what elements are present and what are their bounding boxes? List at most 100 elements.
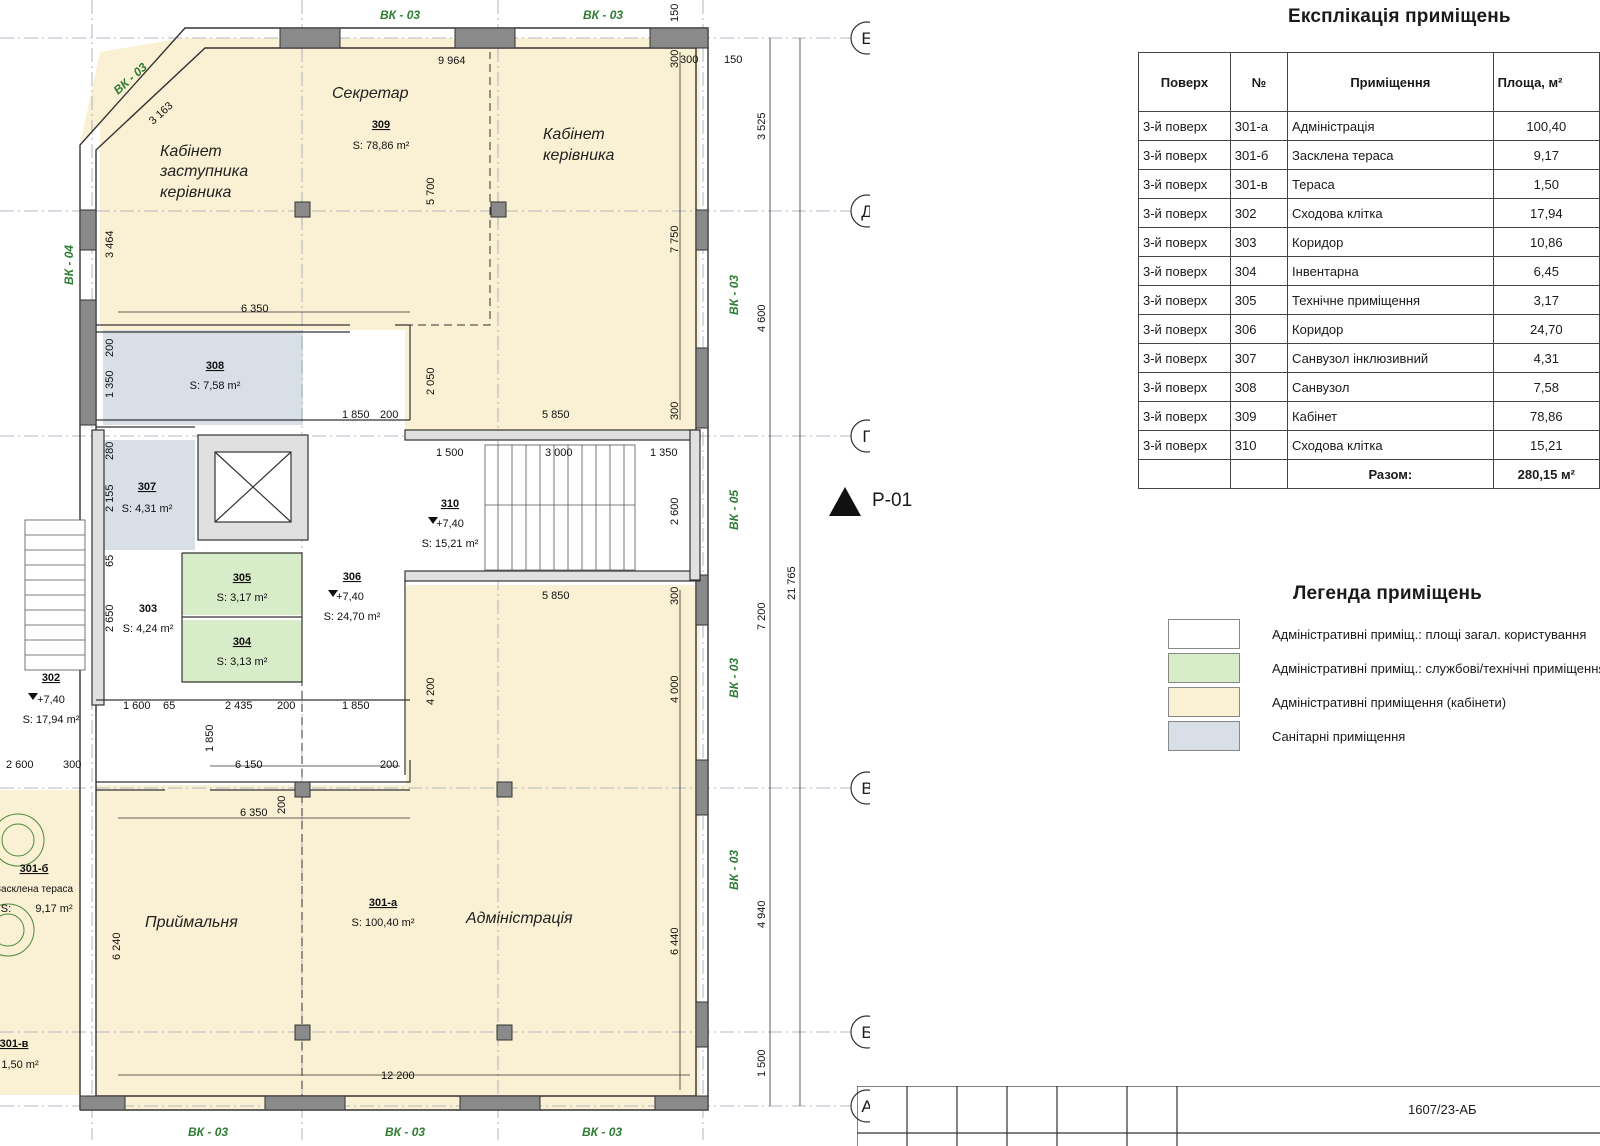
cell-area: 4,31 bbox=[1492, 343, 1600, 373]
cell-floor: 3-й поверх bbox=[1138, 227, 1231, 257]
room-305-fill bbox=[182, 553, 302, 615]
room-308-fill bbox=[103, 330, 303, 425]
dimension-value: 2 050 bbox=[425, 367, 437, 395]
axis-label-E: Е bbox=[861, 29, 870, 48]
axis-label-V: В bbox=[861, 779, 870, 798]
legend-item: Адміністративні приміщення (кабінети) bbox=[1168, 686, 1600, 718]
dimension-value: 5 850 bbox=[542, 409, 570, 421]
col-header-room: Приміщення bbox=[1287, 52, 1494, 112]
legend-item: Адміністративні приміщ.: площі загал. ко… bbox=[1168, 618, 1600, 650]
room-area: S: 4,24 m² bbox=[123, 623, 174, 635]
room-number: 304 bbox=[233, 636, 252, 648]
room-area: 9,17 m² bbox=[35, 903, 73, 915]
dimension-value: 2 600 bbox=[669, 497, 681, 525]
axis-label-A: А bbox=[861, 1097, 870, 1116]
legend-swatch bbox=[1168, 619, 1240, 649]
total-label: Разом: bbox=[1287, 459, 1494, 489]
dimension-value: 200 bbox=[380, 759, 398, 771]
cell-room: Коридор bbox=[1287, 227, 1494, 257]
room-number: 303 bbox=[139, 603, 157, 615]
window-tag: ВК - 03 bbox=[188, 1125, 228, 1139]
cell-room: Коридор bbox=[1287, 314, 1494, 344]
dimension-value: 1 600 bbox=[123, 700, 151, 712]
room-area: 1,50 m² bbox=[1, 1059, 39, 1071]
legend-label: Адміністративні приміщення (кабінети) bbox=[1272, 694, 1507, 710]
dimension-value: 65 bbox=[163, 700, 175, 712]
window-tag: ВК - 03 bbox=[727, 275, 741, 315]
cell-area: 100,40 bbox=[1492, 111, 1600, 141]
dimension-value: 4 200 bbox=[425, 677, 437, 705]
room-name-deputy-line2: заступника bbox=[159, 163, 248, 180]
room-number: 310 bbox=[441, 498, 459, 510]
tree-symbols bbox=[0, 813, 45, 957]
cell-number: 301-а bbox=[1229, 111, 1289, 141]
cell-room: Інвентарна bbox=[1287, 256, 1494, 286]
cell-floor: 3-й поверх bbox=[1138, 343, 1231, 373]
dimension-value: 2 155 bbox=[104, 484, 116, 512]
dimension-value: 1 500 bbox=[436, 447, 464, 459]
legend-label: Адміністративні приміщ.: службові/техніч… bbox=[1272, 660, 1600, 676]
legend-title: Легенда приміщень bbox=[1293, 583, 1483, 604]
dimension-value: 150 bbox=[724, 54, 742, 66]
dimension-value: 6 350 bbox=[241, 303, 269, 315]
dimension-value: 200 bbox=[277, 700, 295, 712]
cell-number: 304 bbox=[1229, 256, 1289, 286]
dimension-value: 7 750 bbox=[669, 225, 681, 253]
room-number: 306 bbox=[343, 571, 361, 583]
cell-room: Сходова клітка bbox=[1287, 198, 1494, 228]
cell-room: Адміністрація bbox=[1287, 111, 1494, 141]
room-number: 305 bbox=[233, 572, 251, 584]
cell-room: Санвузол інклюзивний bbox=[1287, 343, 1494, 373]
dimension-value: 280 bbox=[104, 442, 116, 460]
total-value: 280,15 м² bbox=[1492, 459, 1600, 489]
cell-area: 6,45 bbox=[1492, 256, 1600, 286]
room-level: +7,40 bbox=[37, 694, 65, 706]
room-level: +7,40 bbox=[336, 591, 364, 603]
room-306-gap-fill bbox=[96, 585, 406, 785]
legend-item: Адміністративні приміщ.: службові/техніч… bbox=[1168, 652, 1600, 684]
room-area: S: 15,21 m² bbox=[422, 538, 479, 550]
room-area: S: 24,70 m² bbox=[324, 611, 381, 623]
room-name-head-line1: Кабінет bbox=[543, 126, 605, 143]
cell-floor: 3-й поверх bbox=[1138, 285, 1231, 315]
empty-cell bbox=[1138, 459, 1231, 489]
stair-302 bbox=[24, 519, 86, 671]
cell-room: Кабінет bbox=[1287, 401, 1494, 431]
room-number: 302 bbox=[42, 672, 60, 684]
floor-plan-drawing: Е Д Г В Б А ВК - 03 ВК - 03 ВК - 03 ВК -… bbox=[0, 0, 870, 1140]
col-header-area: Площа, м² bbox=[1492, 52, 1600, 112]
cell-number: 301-в bbox=[1229, 169, 1289, 199]
dimension-value: 6 350 bbox=[240, 807, 268, 819]
room-name-deputy-line3: керівника bbox=[160, 184, 232, 201]
cell-area: 9,17 bbox=[1492, 140, 1600, 170]
cell-floor: 3-й поверх bbox=[1138, 314, 1231, 344]
window-tag: ВК - 05 bbox=[727, 490, 741, 530]
room-area: S: 78,86 m² bbox=[353, 140, 410, 152]
room-name-reception: Приймальня bbox=[145, 914, 238, 931]
cell-room: Технічне приміщення bbox=[1287, 285, 1494, 315]
cell-area: 7,58 bbox=[1492, 372, 1600, 402]
cell-number: 306 bbox=[1229, 314, 1289, 344]
window-tag: ВК - 03 bbox=[380, 8, 420, 22]
dimension-value: 1 850 bbox=[342, 700, 370, 712]
axis-label-B: Б bbox=[861, 1023, 870, 1042]
axis-label-D: Д bbox=[861, 202, 870, 221]
zone-dashed-lines bbox=[301, 52, 491, 1096]
window-tag: ВК - 03 bbox=[385, 1125, 425, 1139]
dimension-value: 300 bbox=[63, 759, 81, 771]
legend-swatch bbox=[1168, 721, 1240, 751]
dimension-value: 1 350 bbox=[104, 370, 116, 398]
dimension-value: 65 bbox=[104, 555, 116, 567]
room-name-head-line2: керівника bbox=[543, 147, 615, 164]
cell-number: 309 bbox=[1229, 401, 1289, 431]
room-number: 301-б bbox=[20, 863, 49, 875]
room-304-fill bbox=[182, 620, 302, 682]
